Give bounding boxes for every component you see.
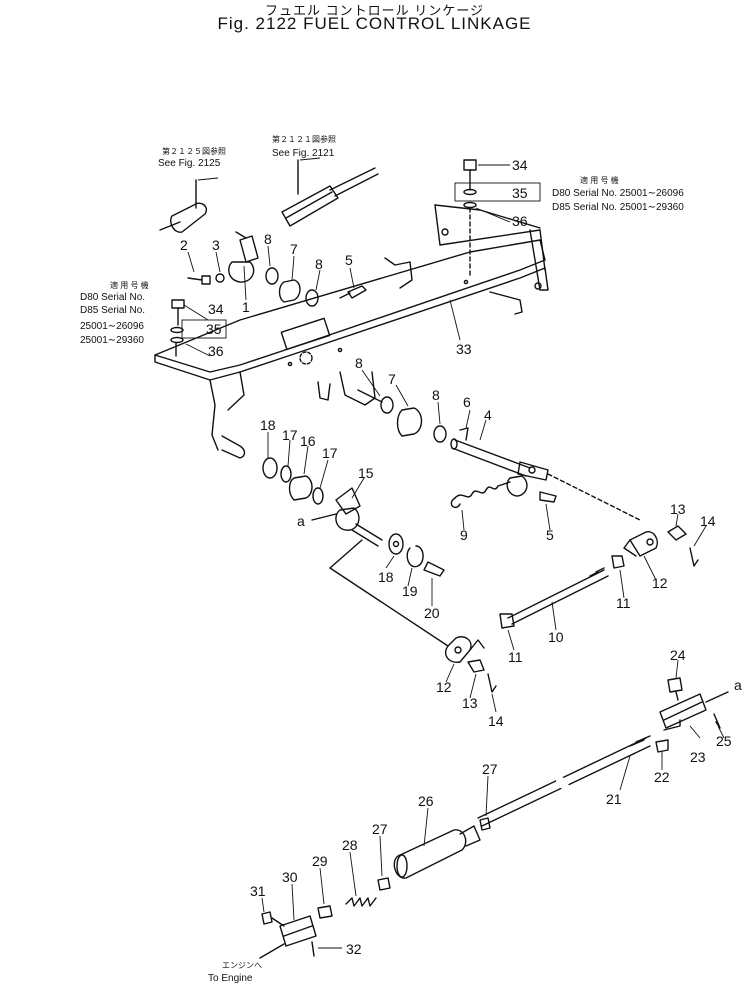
- callout-36-left: 36: [208, 343, 224, 359]
- rod-end-left-shape: [444, 636, 497, 693]
- applicability-left-line3: 25001∼26096: [80, 321, 144, 332]
- rod-10-shape: [499, 555, 625, 629]
- callout-7-upper: 7: [290, 241, 298, 257]
- applicability-left-line1: D80 Serial No.: [80, 292, 145, 303]
- callout-34-right: 34: [512, 157, 528, 173]
- engine-label-en: To Engine: [208, 973, 253, 984]
- callout-28: 28: [342, 837, 358, 853]
- callout-6: 6: [463, 394, 471, 410]
- callout-32: 32: [346, 941, 362, 957]
- callout-13-left: 13: [462, 695, 478, 711]
- rod-21-shape: [477, 735, 651, 827]
- callout-35-right: 35: [512, 185, 528, 201]
- ref-2121-en: See Fig. 2121: [272, 148, 335, 159]
- callout-14-left: 14: [488, 713, 504, 729]
- callout-11-left: 11: [508, 649, 523, 665]
- engine-label-jp: エンジンへ: [222, 961, 262, 970]
- connector-a-left: a: [297, 513, 305, 529]
- ref-2121-jp: 第２１２１図参照: [272, 134, 336, 144]
- applicability-right-line1: D80 Serial No. 25001∼26096: [552, 188, 684, 199]
- callout-26: 26: [418, 793, 434, 809]
- callout-8-d: 8: [432, 387, 440, 403]
- tube-26-shape: [393, 817, 491, 879]
- callout-35-left: 35: [206, 321, 222, 337]
- bolt-washer-left-shape: [170, 299, 185, 357]
- callout-11-right: 11: [616, 595, 631, 611]
- bushing-set-middle-shape: [357, 389, 447, 443]
- callout-8-a: 8: [264, 231, 272, 247]
- callout-9: 9: [460, 527, 468, 543]
- grease-fitting-upper-shape: [339, 285, 367, 299]
- rod-end-ref-2125-shape: [159, 179, 207, 233]
- bolt-washer-right-shape: [463, 159, 477, 276]
- callout-24: 24: [670, 647, 686, 663]
- callout-1: 1: [242, 299, 250, 315]
- diagram-title-japanese: フュエル コントロール リンケージ: [265, 3, 484, 18]
- callout-33: 33: [456, 341, 472, 357]
- applicability-right-line2: D85 Serial No. 25001∼29360: [552, 202, 684, 213]
- callout-8-b: 8: [315, 256, 323, 272]
- diagram-title: Fig. 2122 FUEL CONTROL LINKAGE: [217, 14, 532, 33]
- callout-8-c: 8: [355, 355, 363, 371]
- callout-31: 31: [250, 883, 266, 899]
- spring-9-shape: [450, 481, 511, 508]
- applicability-left-line4: 25001∼29360: [80, 335, 144, 346]
- callout-27-right: 27: [482, 761, 498, 777]
- callout-18-lower: 18: [378, 569, 394, 585]
- callout-12-right: 12: [652, 575, 668, 591]
- lever-15-shape: [311, 487, 449, 647]
- leader-lines: [181, 157, 725, 949]
- applicability-right-header: 適 用 号 機: [580, 175, 619, 185]
- grease-fitting-lower-shape: [539, 491, 557, 503]
- callout-36-right: 36: [512, 213, 528, 229]
- callout-23: 23: [690, 749, 706, 765]
- bushing-set-upper-left-shape: [265, 267, 319, 307]
- callout-18-upper: 18: [260, 417, 276, 433]
- callout-17-b: 17: [322, 445, 338, 461]
- callout-12-left: 12: [436, 679, 452, 695]
- clevis-23-shape: [655, 677, 729, 753]
- clevis-ref-2121-shape: [281, 159, 379, 227]
- washer-clip-fitting-shape: [388, 533, 445, 577]
- spring-28-shape: [317, 877, 391, 919]
- callout-21: 21: [606, 791, 622, 807]
- ref-2125-jp: 第２１２５図参照: [162, 146, 226, 156]
- callout-7-middle: 7: [388, 371, 396, 387]
- callout-25: 25: [716, 733, 732, 749]
- callout-27-left: 27: [372, 821, 388, 837]
- callout-14-right: 14: [700, 513, 716, 529]
- callout-29: 29: [312, 853, 328, 869]
- connector-a-right: a: [734, 677, 742, 693]
- ref-2125-en: See Fig. 2125: [158, 158, 221, 169]
- rod-end-right-shape: [623, 525, 699, 567]
- callout-10: 10: [548, 629, 564, 645]
- callout-22: 22: [654, 769, 670, 785]
- callout-4: 4: [484, 407, 492, 423]
- callout-15: 15: [358, 465, 374, 481]
- callout-20: 20: [424, 605, 440, 621]
- clevis-30-shape: [259, 911, 317, 959]
- callout-2: 2: [180, 237, 188, 253]
- applicability-left-line2: D85 Serial No.: [80, 305, 145, 316]
- callout-16: 16: [300, 433, 316, 449]
- callout-5-lower: 5: [546, 527, 554, 543]
- callout-34-left: 34: [208, 301, 224, 317]
- callout-13-right: 13: [670, 501, 686, 517]
- bushing-set-left-shape: [221, 435, 324, 505]
- callout-3: 3: [212, 237, 220, 253]
- shaft-4-shape: [450, 427, 641, 521]
- callout-30: 30: [282, 869, 298, 885]
- callout-17-a: 17: [282, 427, 298, 443]
- applicability-left-header: 適 用 号 機: [110, 280, 149, 290]
- callout-5-upper: 5: [345, 252, 353, 268]
- lever-1-shape: [187, 231, 259, 285]
- bracket-33-shape: [154, 204, 549, 451]
- callout-19: 19: [402, 583, 418, 599]
